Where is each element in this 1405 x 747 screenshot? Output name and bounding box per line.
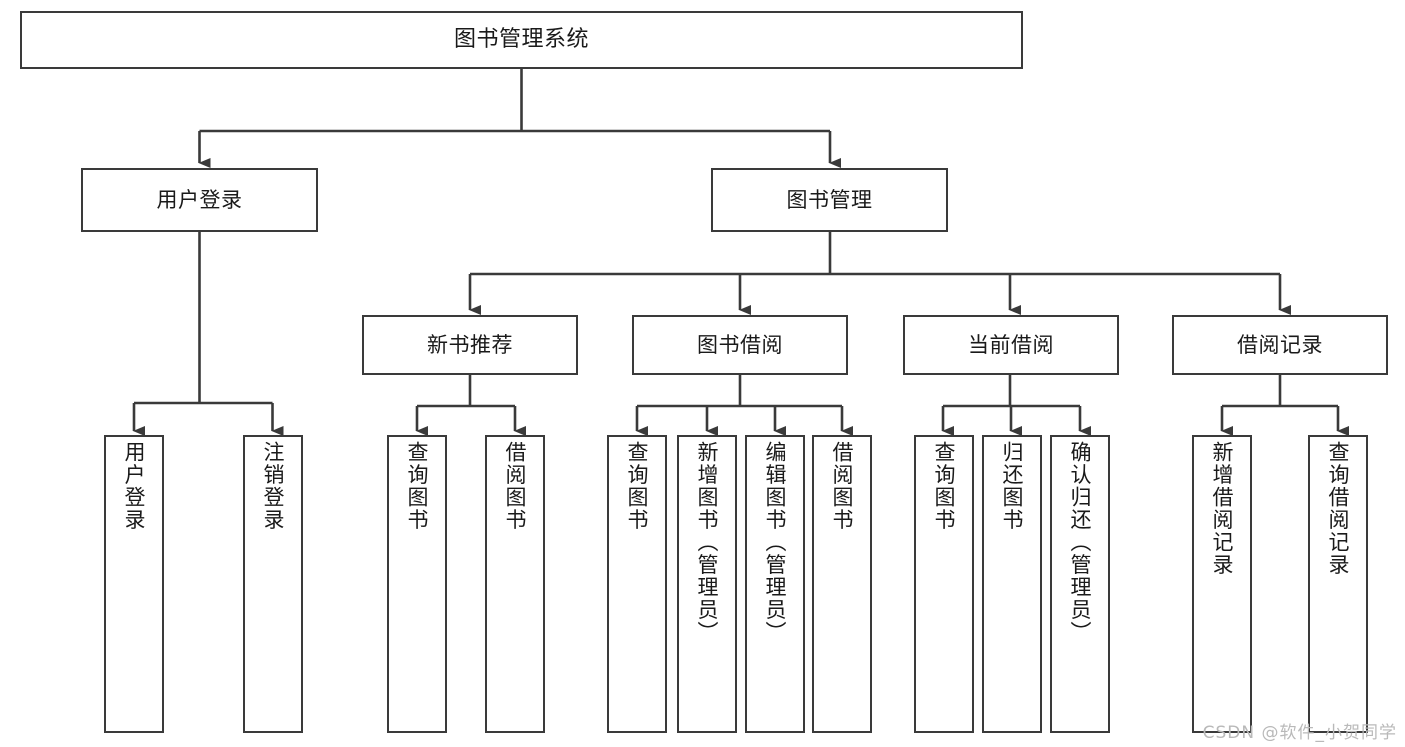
node-leaf-borrow-book-2[interactable]: 借阅图书 [812,435,872,733]
node-leaf-query-book-1[interactable]: 查询图书 [387,435,447,733]
node-leaf-query-book-1-label: 查询图书 [405,441,430,531]
node-leaf-user-login[interactable]: 用户登录 [104,435,164,733]
node-leaf-query-book-3-label: 查询图书 [932,441,957,531]
node-new-book-recommend-label: 新书推荐 [427,332,513,357]
node-book-borrow-label: 图书借阅 [697,332,783,357]
node-leaf-query-book-2[interactable]: 查询图书 [607,435,667,733]
node-leaf-edit-book-label: 编辑图书（管理员） [763,441,788,644]
node-leaf-user-login-label: 用户登录 [122,441,147,531]
node-current-borrow[interactable]: 当前借阅 [903,315,1119,375]
node-leaf-return-book[interactable]: 归还图书 [982,435,1042,733]
node-leaf-edit-book[interactable]: 编辑图书（管理员） [745,435,805,733]
node-leaf-confirm-return[interactable]: 确认归还（管理员） [1050,435,1110,733]
node-leaf-logout-login[interactable]: 注销登录 [243,435,303,733]
node-leaf-query-borrow-record-label: 查询借阅记录 [1326,441,1351,576]
node-borrow-record-label: 借阅记录 [1237,332,1323,357]
node-leaf-query-book-3[interactable]: 查询图书 [914,435,974,733]
node-leaf-return-book-label: 归还图书 [1000,441,1025,531]
node-leaf-borrow-book-1-label: 借阅图书 [503,441,528,531]
node-book-borrow[interactable]: 图书借阅 [632,315,848,375]
node-leaf-add-borrow-record-label: 新增借阅记录 [1210,441,1235,576]
node-leaf-borrow-book-2-label: 借阅图书 [830,441,855,531]
node-leaf-query-book-2-label: 查询图书 [625,441,650,531]
node-root-label: 图书管理系统 [453,27,589,53]
node-leaf-confirm-return-label: 确认归还（管理员） [1068,441,1093,644]
node-leaf-add-book[interactable]: 新增图书（管理员） [677,435,737,733]
node-current-borrow-label: 当前借阅 [968,332,1054,357]
node-book-manage-label: 图书管理 [786,187,873,212]
node-leaf-borrow-book-1[interactable]: 借阅图书 [485,435,545,733]
node-book-manage[interactable]: 图书管理 [711,168,948,232]
node-user-login-label: 用户登录 [156,187,243,212]
node-new-book-recommend[interactable]: 新书推荐 [362,315,578,375]
node-leaf-add-borrow-record[interactable]: 新增借阅记录 [1192,435,1252,733]
node-borrow-record[interactable]: 借阅记录 [1172,315,1388,375]
node-root[interactable]: 图书管理系统 [20,11,1023,69]
node-user-login[interactable]: 用户登录 [81,168,318,232]
node-leaf-add-book-label: 新增图书（管理员） [695,441,720,644]
node-leaf-query-borrow-record[interactable]: 查询借阅记录 [1308,435,1368,733]
node-leaf-logout-login-label: 注销登录 [261,441,286,531]
